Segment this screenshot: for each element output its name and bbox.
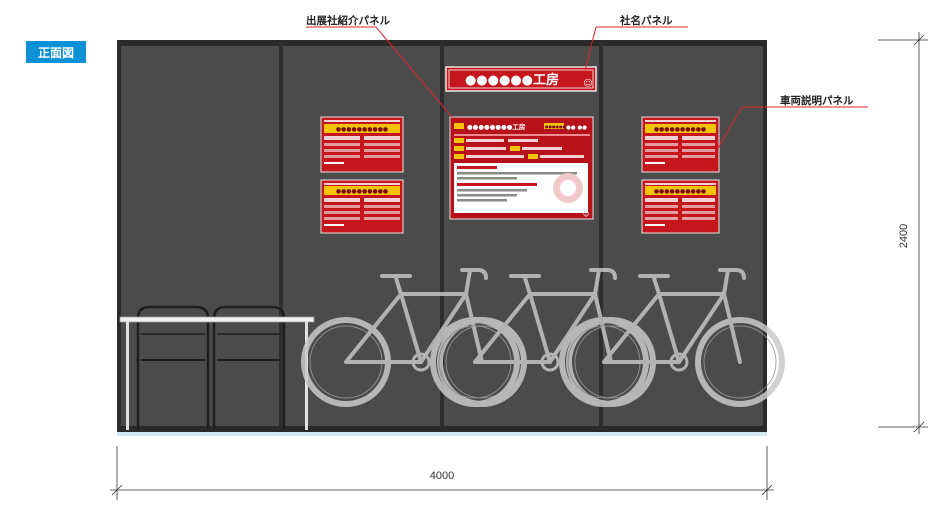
vehicle-panel-title: ●●●●●●●●●● (336, 126, 388, 133)
center-panel-tag: ●●●●●● (545, 124, 566, 129)
center-panel-logo-mark: ☺ (583, 211, 589, 218)
vehicle-panel-left-top: ●●●●●●●●●● (320, 116, 404, 173)
height-dimension (878, 32, 928, 434)
chairs (136, 305, 286, 430)
callout-leader-lines (306, 26, 868, 149)
company-sign-text: ●●●●●●工房 (465, 72, 559, 88)
company-logo-mark: ☺ (583, 78, 592, 89)
center-panel-tag-value: ●● ●● (566, 125, 587, 131)
callout-exhibitor-panel: 出展社紹介パネル (306, 15, 390, 27)
width-dimension (110, 446, 774, 500)
vehicle-panel-right-bottom: ●●●●●●●●●● (641, 179, 720, 234)
width-dimension-label: 4000 (430, 470, 454, 482)
company-name-sign: ●●●●●●工房 ☺ (445, 66, 597, 92)
vehicle-panel-title: ●●●●●●●●●● (654, 188, 706, 195)
callout-company-panel: 社名パネル (620, 15, 673, 27)
vehicle-panel-title: ●●●●●●●●●● (654, 126, 706, 133)
center-panel-company: ●●●●●●●●工房 (467, 122, 526, 131)
height-dimension-label: 2400 (898, 224, 910, 248)
callout-vehicle-panel: 車両説明パネル (780, 95, 854, 107)
vehicle-panel-title: ●●●●●●●●●● (336, 188, 388, 195)
view-label-badge: 正面図 (26, 41, 86, 63)
vehicle-panel-right-top: ●●●●●●●●●● (641, 116, 720, 173)
exhibitor-intro-panel: ●●●●●●●●工房 ●●●●●● ●● ●● (449, 116, 594, 220)
vehicle-panel-left-bottom: ●●●●●●●●●● (320, 179, 404, 234)
